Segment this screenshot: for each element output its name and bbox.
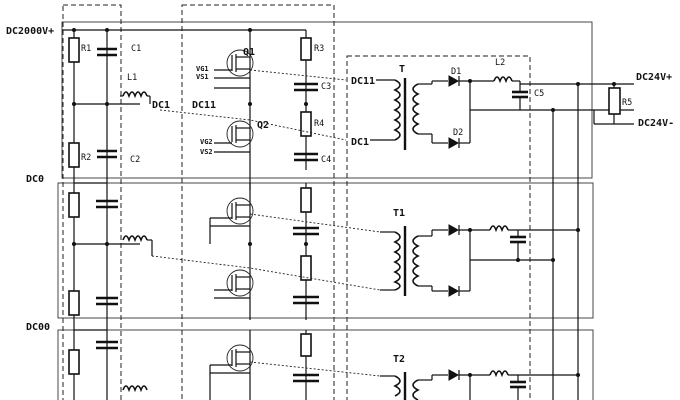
resistor-r1 [68,37,80,63]
resistor-stage2-r4 [300,255,312,281]
label-dc11-right: DC11 [351,76,375,87]
label-dc1-right: DC1 [351,137,369,148]
label-vg2: VG2 [200,138,213,146]
resistor-stage3 [68,349,80,375]
stage-box-2 [57,182,594,319]
label-dc11-left: DC11 [192,100,216,111]
inductor-stage3-out [489,370,509,378]
label-vs2: VS2 [200,148,213,156]
label-c5: C5 [534,89,544,99]
mosfet-stage3 [226,344,254,372]
label-r3: R3 [314,44,324,54]
label-q2: Q2 [257,120,269,131]
label-r2: R2 [81,153,91,163]
label-vs1: VS1 [196,73,209,81]
label-c3: C3 [321,82,331,92]
mosfet-q1 [226,49,254,77]
stage-box-1 [61,21,593,179]
resistor-r5 [608,87,621,115]
resistor-r4 [300,111,312,137]
transformer-t2-primary [393,375,401,397]
label-c1: C1 [131,44,141,54]
label-dc1-left: DC1 [152,100,170,111]
output-group-box [346,55,531,400]
label-c4: C4 [321,155,331,165]
mosfet-stage2-top [226,197,254,225]
label-dc2000v-plus: DC2000V+ [6,26,54,37]
diode-stage2-top [448,224,460,236]
inductor-stage3 [122,385,148,393]
diode-d2 [448,137,460,149]
label-c2: C2 [130,155,140,165]
stage-box-3 [57,329,594,400]
inductor-l2 [493,76,513,84]
transformer-t1-secondary [412,235,420,287]
resistor-stage3-r3 [300,333,312,357]
label-r4: R4 [314,119,324,129]
label-dc24v-minus: DC24V- [638,118,674,129]
label-dc24v-plus: DC24V+ [636,72,672,83]
label-l2: L2 [495,58,505,68]
diode-stage3 [448,369,460,381]
transformer-t-secondary [412,83,420,135]
divider-group-box [62,4,122,400]
resistor-r2 [68,142,80,168]
label-l1: L1 [127,73,137,83]
label-vg1: VG1 [196,65,209,73]
inductor-l1 [122,91,148,99]
diode-stage2-bottom [448,285,460,297]
resistor-r3 [300,37,312,61]
mosfet-stage2-bottom [226,269,254,297]
label-dc00: DC00 [26,322,50,333]
resistor-stage2-r3 [300,187,312,213]
label-dc0: DC0 [26,174,44,185]
label-q1: Q1 [243,47,255,58]
mosfet-q2 [226,120,254,148]
label-t1: T1 [393,208,405,219]
label-d1: D1 [451,67,461,77]
label-t2: T2 [393,354,405,365]
label-d2: D2 [453,128,463,138]
transformer-t1-primary [393,231,401,291]
resistor-stage2-top [68,192,80,218]
transformer-t2-secondary [412,379,420,400]
label-r1: R1 [81,44,91,54]
label-t: T [399,64,405,75]
switch-group-box [181,4,335,400]
label-r5: R5 [622,98,632,108]
transformer-t-primary [393,79,401,141]
inductor-stage2-out [489,225,509,233]
diode-d1 [448,75,460,87]
resistor-stage2-bottom [68,290,80,316]
inductor-stage2 [122,235,148,243]
